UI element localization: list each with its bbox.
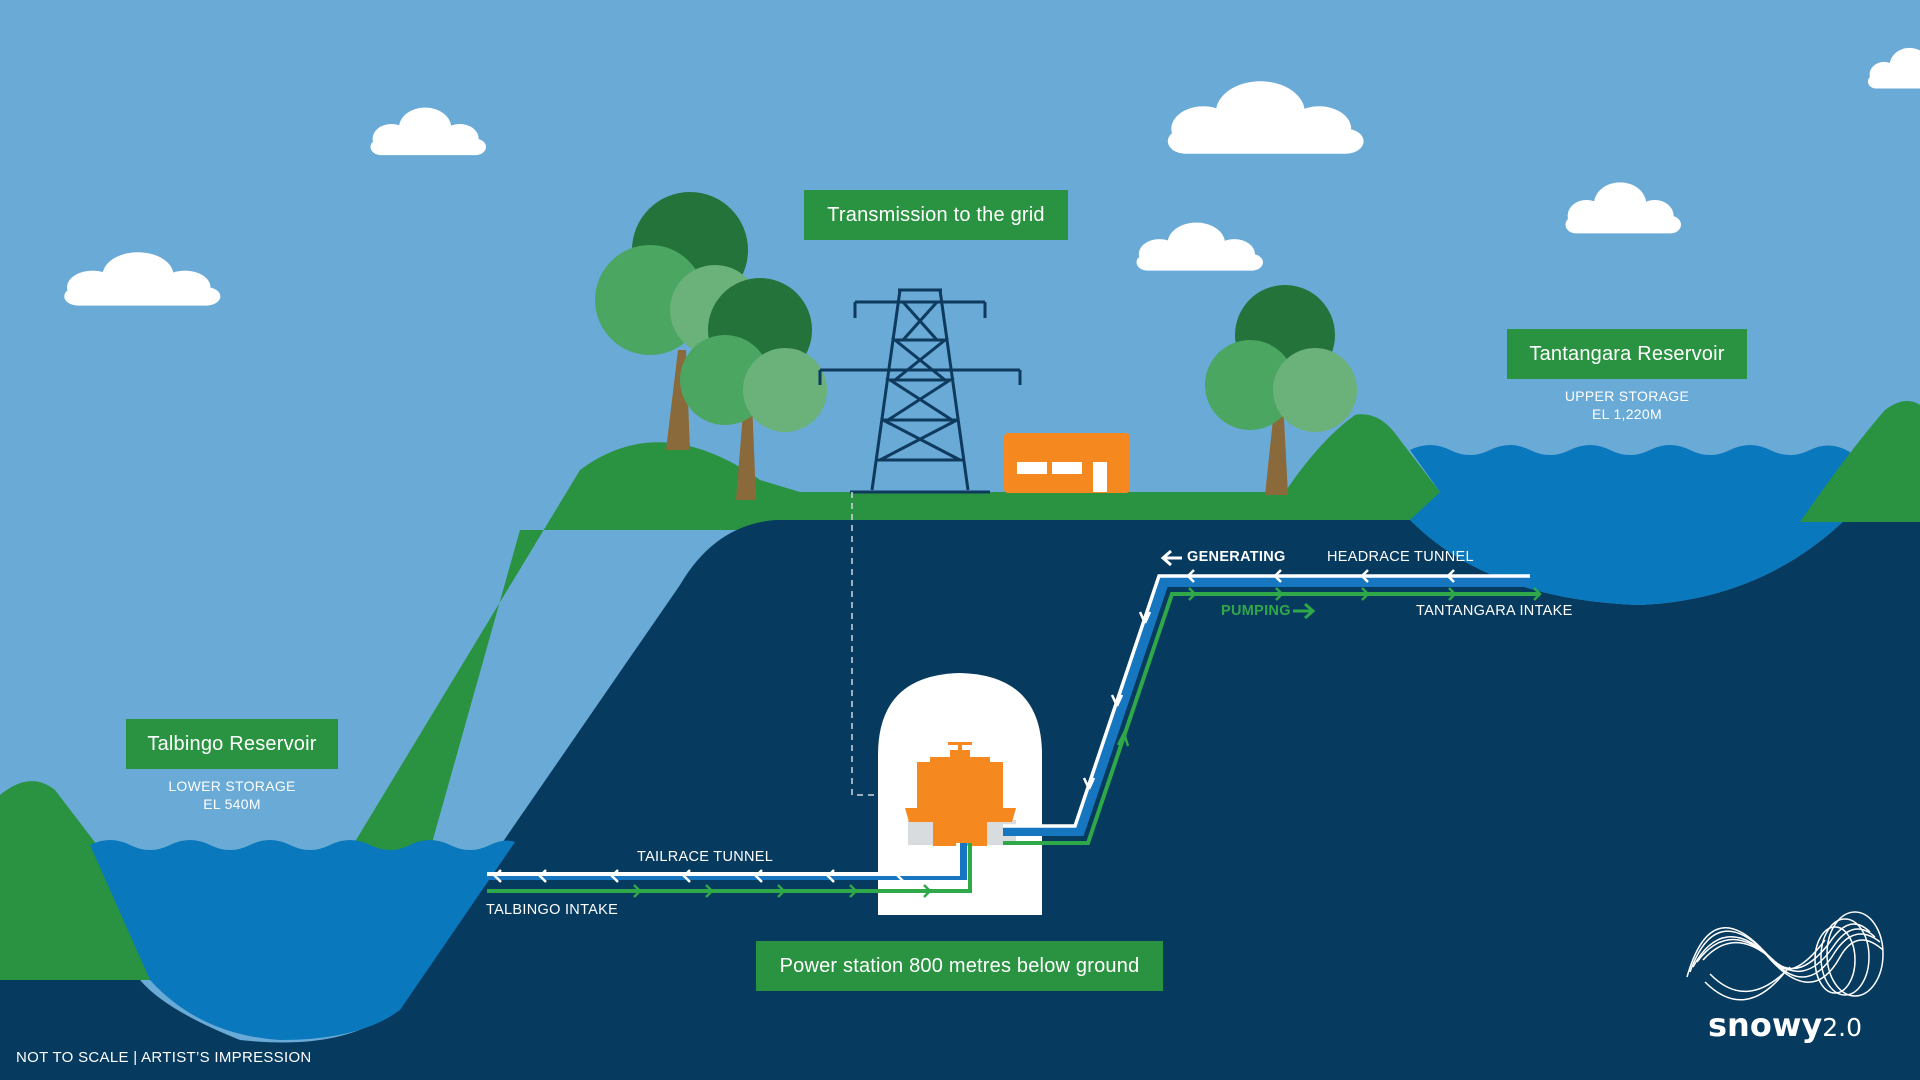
cable-dashed-line <box>851 492 878 796</box>
talbingo-reservoir-label: Talbingo Reservoir <box>126 719 338 769</box>
pumping-flow-arrows <box>632 586 1542 899</box>
tantangara-reservoir-label: Tantangara Reservoir <box>1507 329 1747 379</box>
generating-label: GENERATING <box>1187 549 1286 565</box>
tailrace-tunnel <box>487 843 972 893</box>
tantangara-storage-info: UPPER STORAGE EL 1,220m <box>1507 387 1747 423</box>
tantangara-elevation: EL 1,220m <box>1592 406 1662 422</box>
talbingo-elevation: EL 540m <box>203 796 261 812</box>
talbingo-intake-label: TALBINGO INTAKE <box>486 902 619 918</box>
tree <box>1205 285 1357 495</box>
tantangara-storage-label: UPPER STORAGE <box>1564 388 1690 404</box>
transmission-label: Transmission to the grid <box>804 190 1068 240</box>
headrace-tunnel <box>1003 574 1540 845</box>
tailrace-tunnel-label: TAILRACE TUNNEL <box>637 849 774 865</box>
switchyard-building-icon <box>1004 433 1130 493</box>
tree <box>680 278 827 500</box>
generating-arrow-icon <box>1160 549 1182 567</box>
right-bank <box>1800 401 1920 522</box>
footnote: NOT TO SCALE | ARTIST’S IMPRESSION <box>16 1049 312 1066</box>
tantangara-intake-label: TANTANGARA INTAKE <box>1416 603 1573 619</box>
snowy-logo-icon <box>1686 911 1884 1001</box>
turbine-icon <box>905 742 1016 846</box>
transmission-tower-icon <box>818 288 1022 494</box>
logo-name: snowy <box>1708 1006 1823 1044</box>
pumping-arrow-icon <box>1293 602 1316 620</box>
headrace-tunnel-label: HEADRACE TUNNEL <box>1327 549 1474 565</box>
talbingo-water <box>90 840 515 1040</box>
pumping-label: PUMPING <box>1221 603 1291 619</box>
snowy-logo-text: snowy2.0 <box>1708 1006 1862 1044</box>
talbingo-storage-label: LOWER STORAGE <box>168 778 296 794</box>
generating-flow-arrows <box>493 568 1456 884</box>
power-station-label: Power station 800 metres below ground <box>756 941 1163 991</box>
tantangara-water <box>1410 445 1850 605</box>
logo-version: 2.0 <box>1822 1013 1862 1042</box>
talbingo-storage-info: LOWER STORAGE EL 540m <box>126 777 338 813</box>
